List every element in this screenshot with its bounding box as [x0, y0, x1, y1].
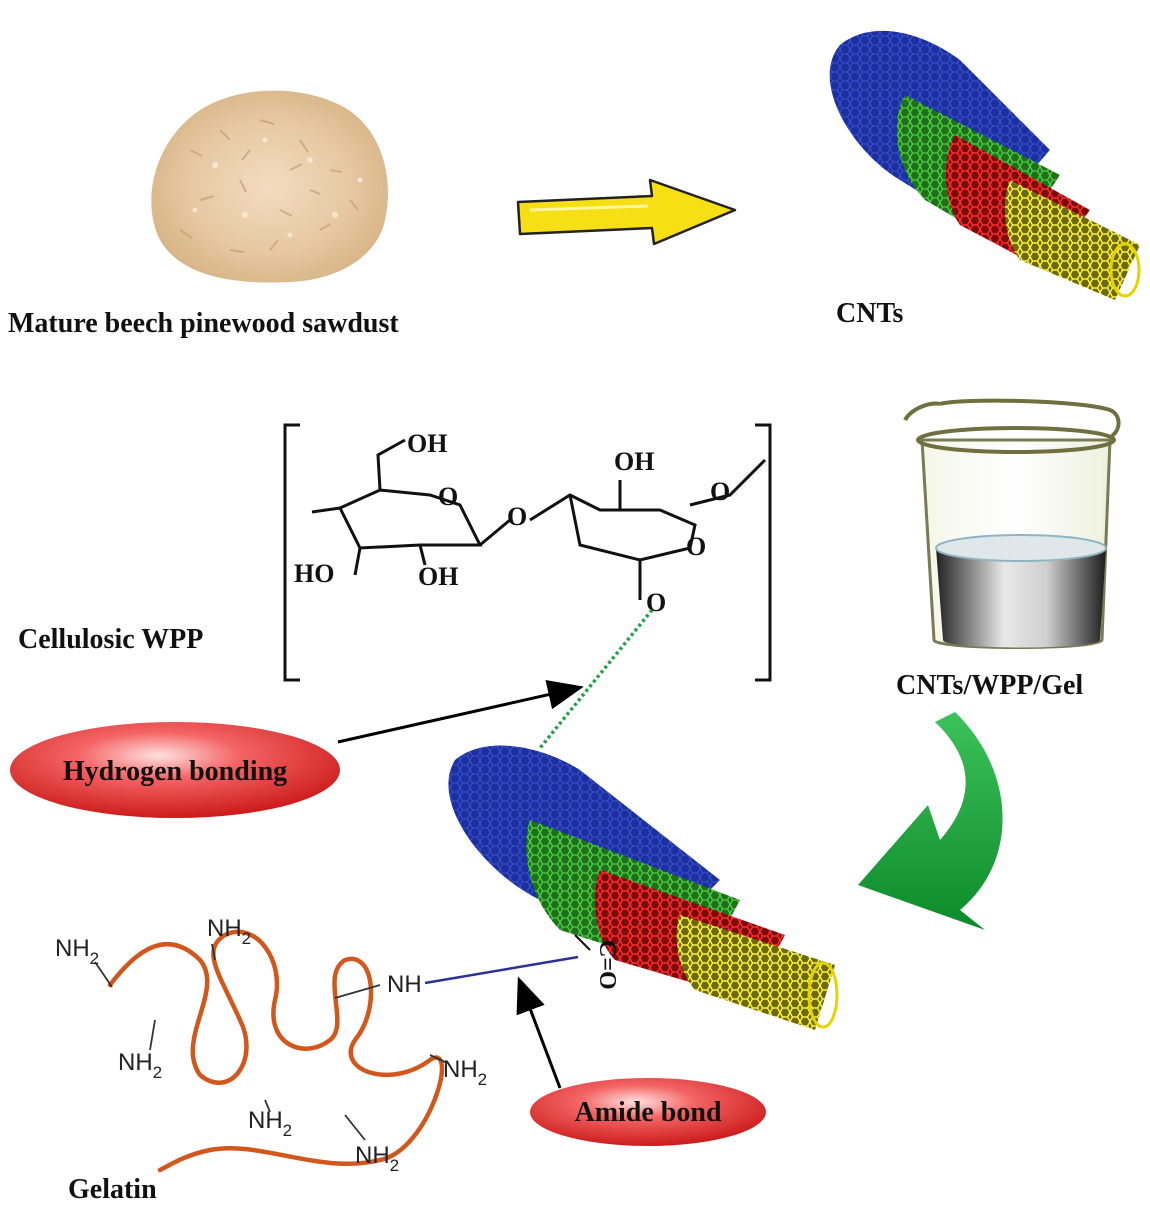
oh-bottom: OH — [418, 562, 458, 591]
process-arrow — [516, 178, 737, 246]
nh2-label-2: NH2 — [207, 915, 251, 948]
nh2-label-5: NH2 — [248, 1107, 292, 1140]
end-oxygen: O — [710, 477, 730, 506]
nh-label: NH — [387, 971, 422, 998]
amide-bond-callout: Amide bond — [516, 976, 766, 1146]
nh2-label-1: NH2 — [55, 935, 99, 968]
hydrogen-bonding-callout: Hydrogen bonding — [10, 679, 584, 818]
carbonyl-label: C=O — [594, 940, 620, 990]
nh2-label-3: NH2 — [118, 1049, 162, 1082]
linking-oxygen: O — [646, 588, 666, 617]
amide-bond-text: Amide bond — [574, 1097, 721, 1128]
gelatin-chain — [94, 929, 446, 1173]
oh-top-right: OH — [614, 447, 654, 476]
cellulose-structure — [283, 423, 772, 682]
amide-link-line — [424, 955, 579, 985]
cnts-label: CNTs — [836, 298, 904, 329]
sawdust-label: Mature beech pinewood sawdust — [8, 308, 399, 339]
green-arrow — [858, 712, 1003, 930]
composite-label: CNTs/WPP/Gel — [896, 670, 1083, 701]
nh2-label-6: NH2 — [355, 1142, 399, 1175]
oh-top-left: OH — [407, 429, 447, 458]
ring-oxygen-2: O — [686, 532, 706, 561]
bridge-oxygen: O — [507, 502, 527, 531]
cellulosic-label: Cellulosic WPP — [18, 624, 203, 655]
carbonyl-bond — [574, 934, 591, 951]
beaker-image — [903, 398, 1121, 649]
ring-oxygen-1: O — [438, 482, 458, 511]
ho-left: HO — [294, 559, 334, 588]
cnt-bottom-image — [448, 745, 839, 1030]
hydrogen-bond-line — [538, 608, 654, 750]
cnt-top-image — [829, 30, 1141, 300]
sawdust-image — [151, 90, 388, 283]
gelatin-label: Gelatin — [68, 1174, 157, 1205]
nh2-label-4: NH2 — [443, 1056, 487, 1089]
hydrogen-bonding-text: Hydrogen bonding — [63, 756, 287, 787]
